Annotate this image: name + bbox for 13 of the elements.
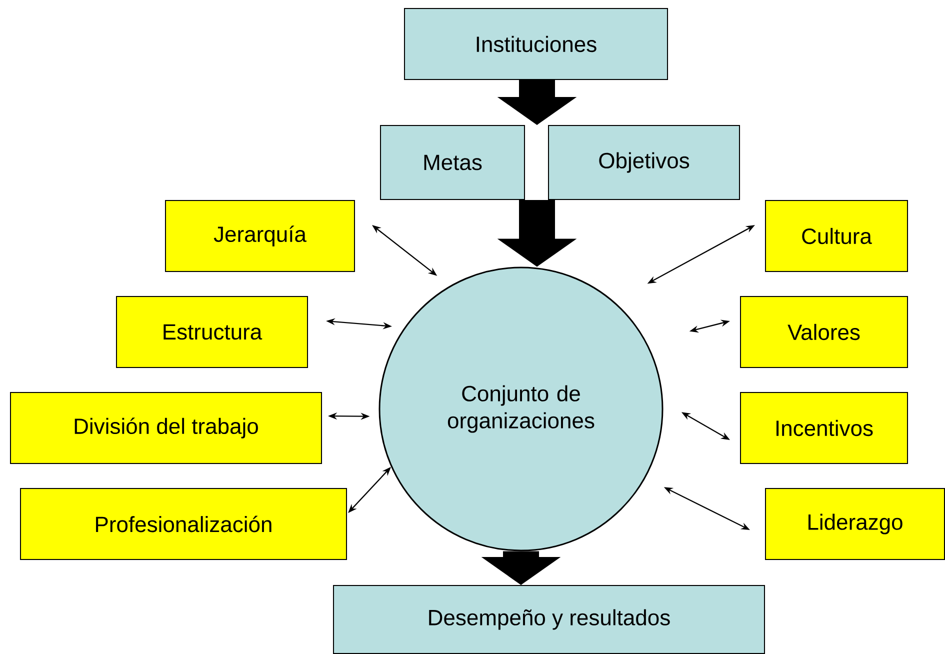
label-box: Cultura [765, 200, 908, 272]
label-box: Metas [380, 125, 525, 200]
label-box: Objetivos [548, 125, 740, 200]
label-box: Desempeño y resultados [333, 585, 765, 654]
label-box: Profesionalización [20, 488, 347, 560]
label-box: Jerarquía [165, 200, 355, 272]
label-box: Estructura [116, 296, 308, 368]
label-box: Valores [740, 296, 908, 368]
label-box: Incentivos [740, 392, 908, 464]
label-box: Liderazgo [765, 488, 945, 560]
label-box: Instituciones [404, 8, 668, 80]
circle-node: Conjunto de organizaciones [378, 266, 664, 552]
label-box: División del trabajo [10, 392, 322, 464]
